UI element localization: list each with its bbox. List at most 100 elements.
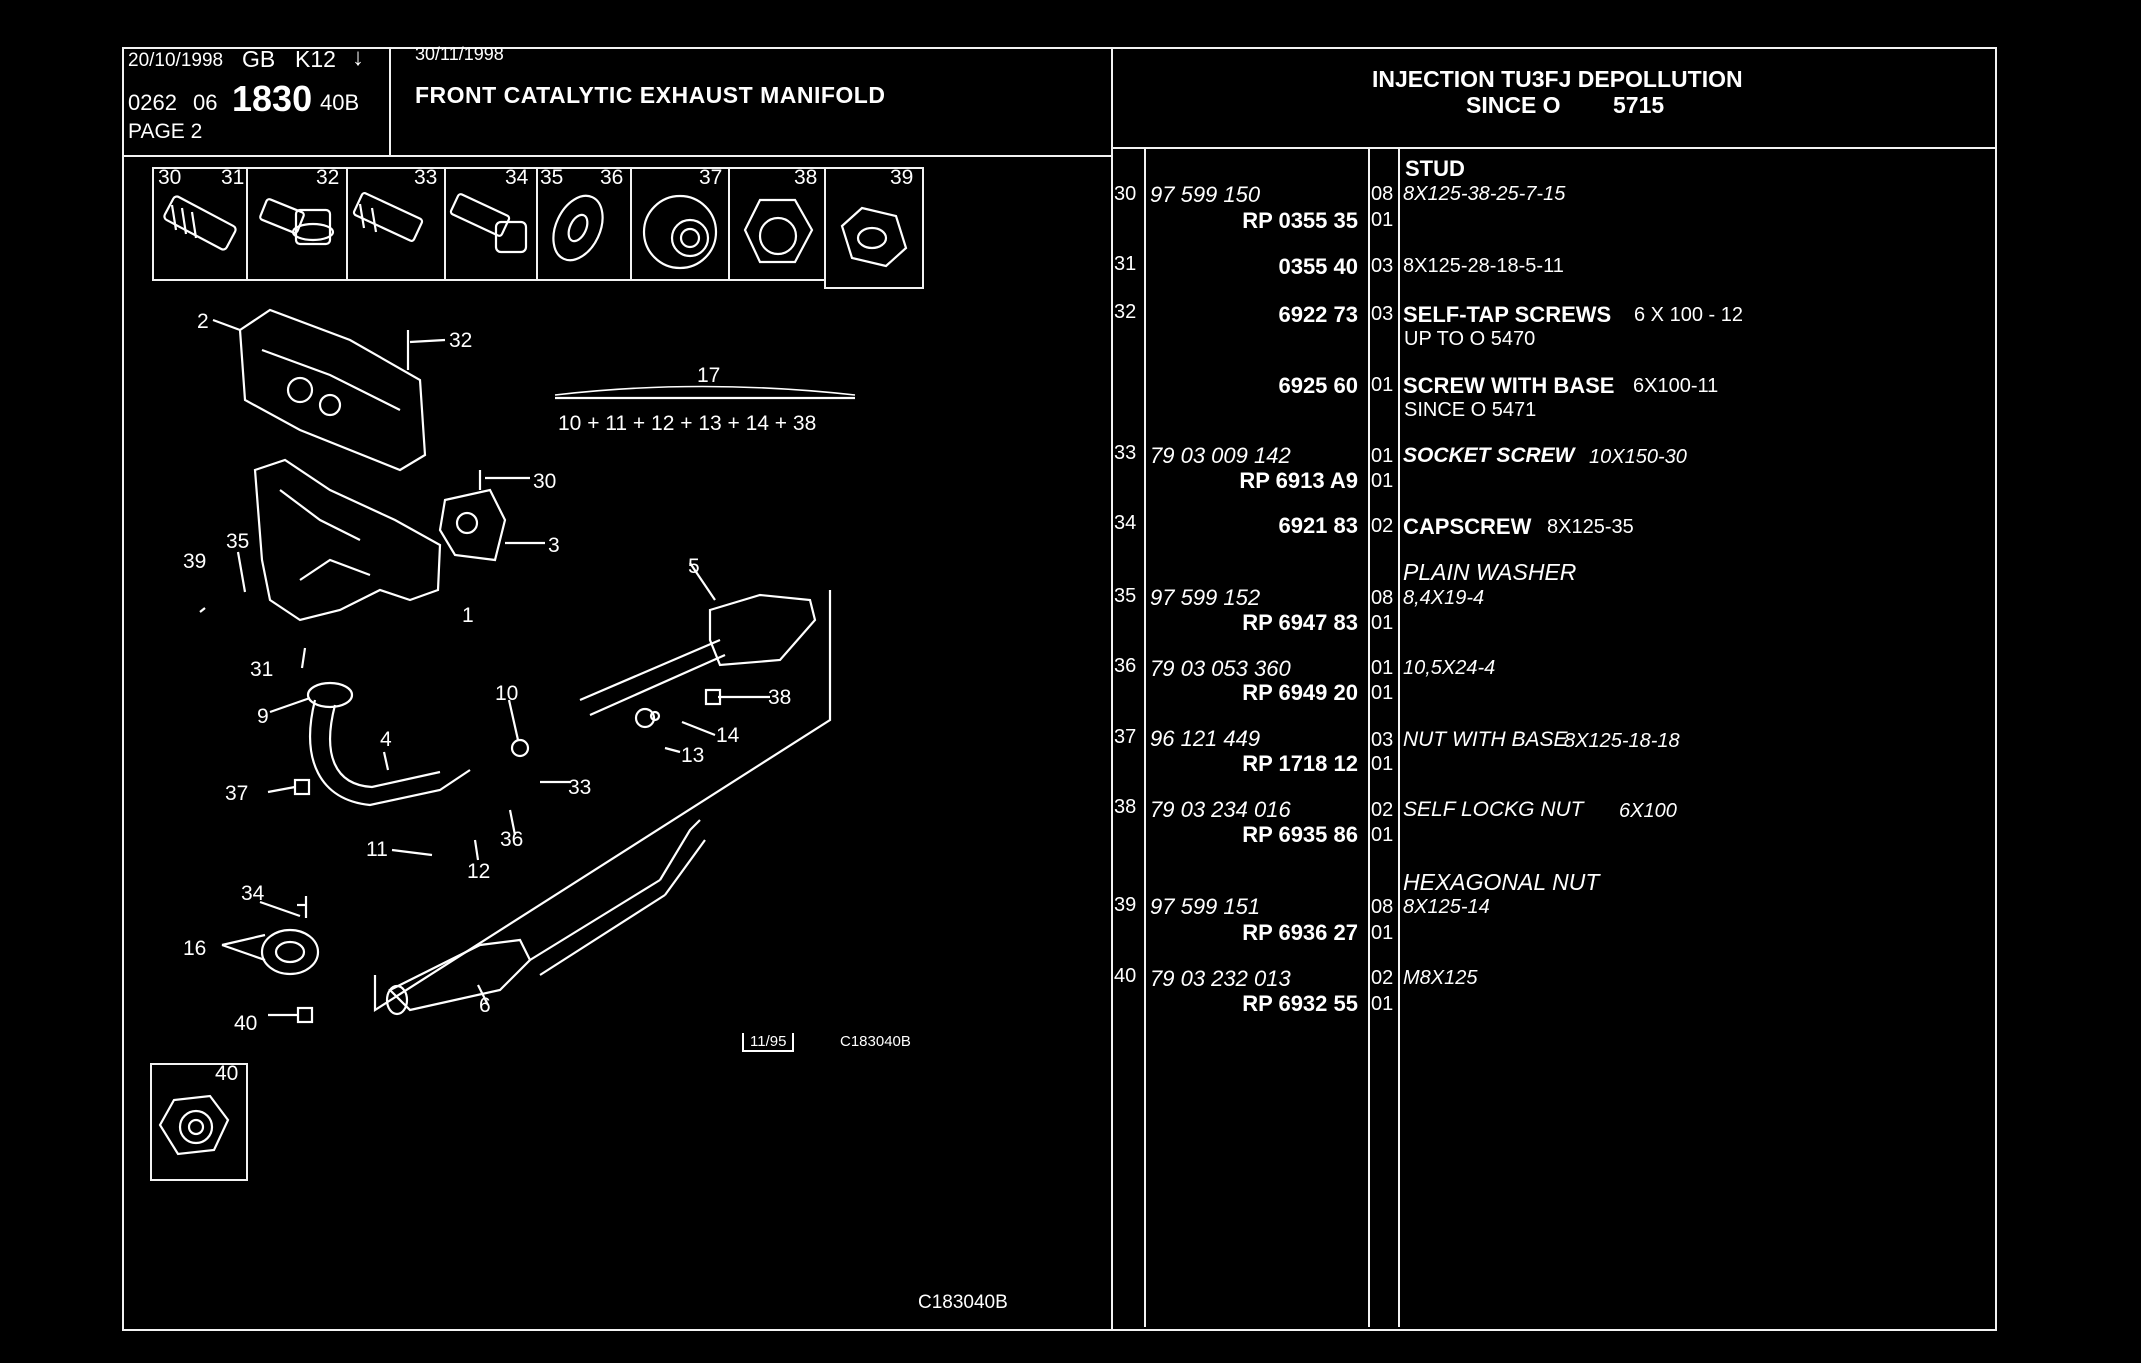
part-desc: M8X125 xyxy=(1403,967,1478,989)
socket-screw-icon xyxy=(449,193,528,254)
part-ref: 79 03 053 360 xyxy=(1150,656,1291,681)
part-title: SCREW WITH BASE xyxy=(1403,373,1615,398)
part-title: NUT WITH BASE xyxy=(1403,728,1568,751)
part-ref: 97 599 151 xyxy=(1150,894,1261,919)
hexagonal-nut-icon xyxy=(840,206,908,268)
part-rp: RP 6947 83 xyxy=(1242,610,1358,635)
part-rp: 6925 60 xyxy=(1278,373,1358,398)
header-arrow-icon: ↓ xyxy=(352,44,364,71)
part-title: PLAIN WASHER xyxy=(1403,559,1577,585)
stud-icon xyxy=(163,195,237,251)
part-idx: 30 xyxy=(1114,183,1137,205)
callout-11: 11 xyxy=(366,838,388,861)
header-ref-divider xyxy=(389,47,391,157)
thumbnail-cell-39 xyxy=(824,167,924,289)
heat-shield xyxy=(238,308,427,472)
callout-40: 40 xyxy=(234,1012,257,1035)
plain-washer-icon xyxy=(552,194,604,262)
column-divider-ref xyxy=(1144,147,1146,1327)
part-rp: 6921 83 xyxy=(1278,513,1358,538)
thumb-label-39: 39 xyxy=(890,166,914,189)
part-qty: 03 xyxy=(1371,303,1394,325)
part-idx: 32 xyxy=(1114,301,1137,323)
screw-with-base-icon xyxy=(352,192,424,242)
callout-36: 36 xyxy=(500,828,523,851)
nut-40-icon xyxy=(158,1094,230,1156)
part-qty: 03 xyxy=(1371,729,1394,751)
exhaust-manifold xyxy=(253,458,442,622)
callout-16: 16 xyxy=(183,937,206,960)
part-title: HEXAGONAL NUT xyxy=(1403,869,1600,895)
callout-2: 2 xyxy=(197,310,209,333)
part-qty: 02 xyxy=(1371,967,1394,989)
part-rp: RP 0355 35 xyxy=(1242,208,1358,233)
part-qty: 01 xyxy=(1371,657,1394,679)
thumb-label-32: 32 xyxy=(316,166,340,189)
header-region: GB xyxy=(242,46,276,72)
part-qty2: 01 xyxy=(1371,612,1394,634)
part-rp: RP 6913 A9 xyxy=(1239,468,1358,493)
part-desc: 8X125-35 xyxy=(1547,516,1634,538)
part-ref: 96 121 449 xyxy=(1150,726,1261,751)
header-divider-right xyxy=(1111,147,1995,149)
part-desc2: SINCE O 5471 xyxy=(1404,399,1537,421)
part-idx: 33 xyxy=(1114,442,1137,464)
part-title: SELF LOCKG NUT xyxy=(1403,798,1584,821)
callout-34: 34 xyxy=(241,882,265,905)
part-idx: 35 xyxy=(1114,585,1137,607)
part-desc: 10,5X24-4 xyxy=(1403,657,1496,679)
part-ref: 79 03 234 016 xyxy=(1150,797,1291,822)
thumb-label-36: 36 xyxy=(600,166,624,189)
callout-30: 30 xyxy=(533,470,556,493)
part-idx: 34 xyxy=(1114,512,1137,534)
silencer xyxy=(388,938,532,1012)
callout-9: 9 xyxy=(257,705,269,728)
part-title-stud: STUD xyxy=(1405,156,1465,181)
part-title: SELF-TAP SCREWS xyxy=(1403,302,1612,327)
callout-17: 17 xyxy=(697,364,720,387)
right-title-num: 5715 xyxy=(1613,92,1665,118)
stamp-date: 11/95 xyxy=(742,1033,795,1052)
part-desc: 8X125-18-18 xyxy=(1564,730,1680,752)
thumb-label-35: 35 xyxy=(540,166,564,189)
part-desc: 8X125-28-18-5-11 xyxy=(1403,255,1564,277)
part-qty2: 01 xyxy=(1371,470,1394,492)
catalytic-converter xyxy=(708,593,817,667)
part-rp: RP 6936 27 xyxy=(1242,920,1358,945)
part-qty: 01 xyxy=(1371,374,1394,396)
part-desc2: UP TO O 5470 xyxy=(1404,328,1536,350)
thumb-label-40: 40 xyxy=(215,1062,239,1085)
part-desc: 6X100-11 xyxy=(1633,375,1719,397)
part-desc: 10X150-30 xyxy=(1589,446,1687,468)
footer-code: C183040B xyxy=(918,1292,1008,1313)
thumb-label-38: 38 xyxy=(794,166,818,189)
part-idx: 36 xyxy=(1114,655,1137,677)
part-qty: 02 xyxy=(1371,799,1394,821)
part-qty: 02 xyxy=(1371,515,1394,537)
header-ref-suffix: 40B xyxy=(320,90,360,115)
part-qty2: 01 xyxy=(1371,682,1394,704)
callout-33: 33 xyxy=(568,776,591,799)
header-date-left: 20/10/1998 xyxy=(128,50,224,71)
callout-4: 4 xyxy=(380,728,392,751)
part-desc: 8,4X19-4 xyxy=(1403,587,1485,609)
right-title-line1: INJECTION TU3FJ DEPOLLUTION xyxy=(1372,66,1743,92)
downpipe xyxy=(309,699,471,807)
part-title: SOCKET SCREW xyxy=(1403,444,1575,467)
part-rp: 6922 73 xyxy=(1278,302,1358,327)
self-tap-screw-icon xyxy=(259,198,335,246)
header-code: K12 xyxy=(295,46,336,72)
callout-6: 6 xyxy=(479,994,491,1017)
page-title: FRONT CATALYTIC EXHAUST MANIFOLD xyxy=(415,82,886,108)
callout-3: 3 xyxy=(548,534,560,557)
part-title: CAPSCREW xyxy=(1403,514,1532,539)
callout-10: 10 xyxy=(495,682,518,705)
callout-37: 37 xyxy=(225,782,248,805)
part-qty: 03 xyxy=(1371,255,1394,277)
part-rp: 0355 40 xyxy=(1278,254,1358,279)
part-idx: 38 xyxy=(1114,796,1137,818)
part-idx: 37 xyxy=(1114,726,1137,748)
header-page: PAGE 2 xyxy=(128,120,203,143)
part-desc: 8X125-14 xyxy=(1403,896,1490,918)
